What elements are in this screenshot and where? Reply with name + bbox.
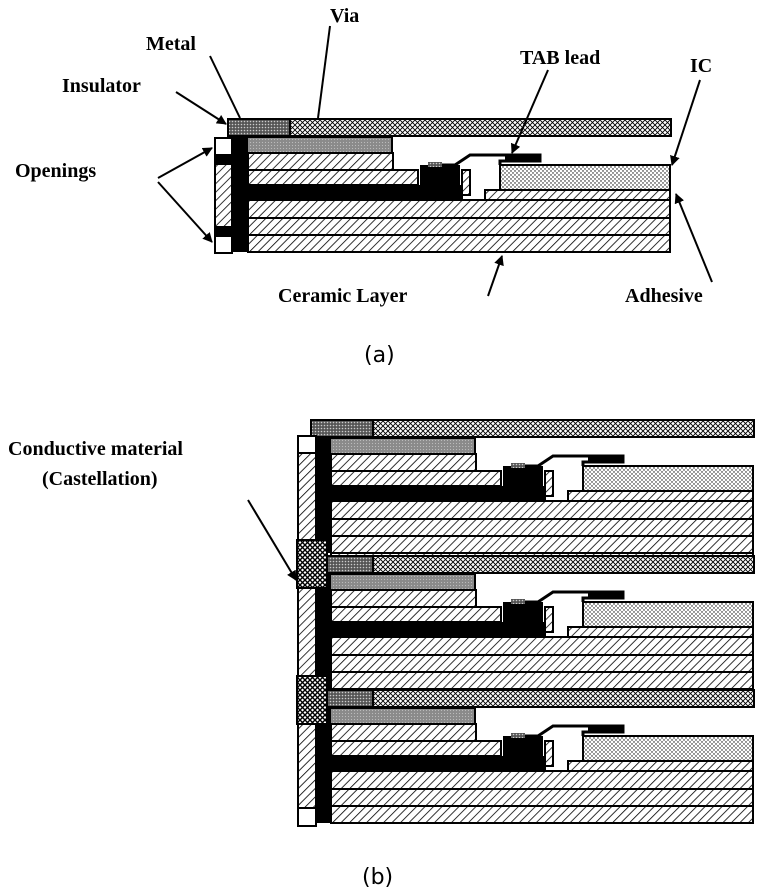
figure-a: Via Metal TAB lead IC Insulator Openings… xyxy=(15,5,713,368)
openings-label: Openings xyxy=(15,160,96,182)
via-leader xyxy=(317,25,331,119)
castellation-column xyxy=(297,435,317,827)
tab-lead-label: TAB lead xyxy=(520,47,600,69)
caption-b: (b) xyxy=(362,865,393,890)
ic-arrow xyxy=(670,79,701,166)
package-b-top xyxy=(296,418,756,570)
insulator-arrow xyxy=(175,91,227,125)
ceramic-layer-arrow xyxy=(487,255,504,297)
package-a-cross-section xyxy=(213,117,673,255)
castellation-arrow xyxy=(247,499,297,581)
package-b-bottom xyxy=(296,688,756,826)
openings-arrow-upper xyxy=(157,147,213,179)
conductive-material-label: Conductive material xyxy=(8,438,183,460)
package-b-middle xyxy=(296,554,756,706)
insulator-label: Insulator xyxy=(62,75,141,97)
castellation-pad-lower xyxy=(296,675,328,725)
opening-bottom xyxy=(297,807,317,827)
ic-label: IC xyxy=(690,55,712,77)
adhesive-label: Adhesive xyxy=(625,285,703,307)
caption-a: (a) xyxy=(364,343,395,368)
metal-label: Metal xyxy=(146,33,196,55)
figure-b: Conductive material (Castellation) (b) xyxy=(8,418,756,890)
opening-top xyxy=(297,435,317,454)
ceramic-layer-label: Ceramic Layer xyxy=(278,285,408,307)
adhesive-arrow xyxy=(674,193,713,283)
tab-lead-arrow xyxy=(510,69,549,154)
metal-leader xyxy=(209,55,241,119)
via-label: Via xyxy=(330,5,359,27)
openings-arrow-lower xyxy=(157,181,213,243)
castellation-pad-upper xyxy=(296,539,328,589)
castellation-label: (Castellation) xyxy=(42,468,158,490)
